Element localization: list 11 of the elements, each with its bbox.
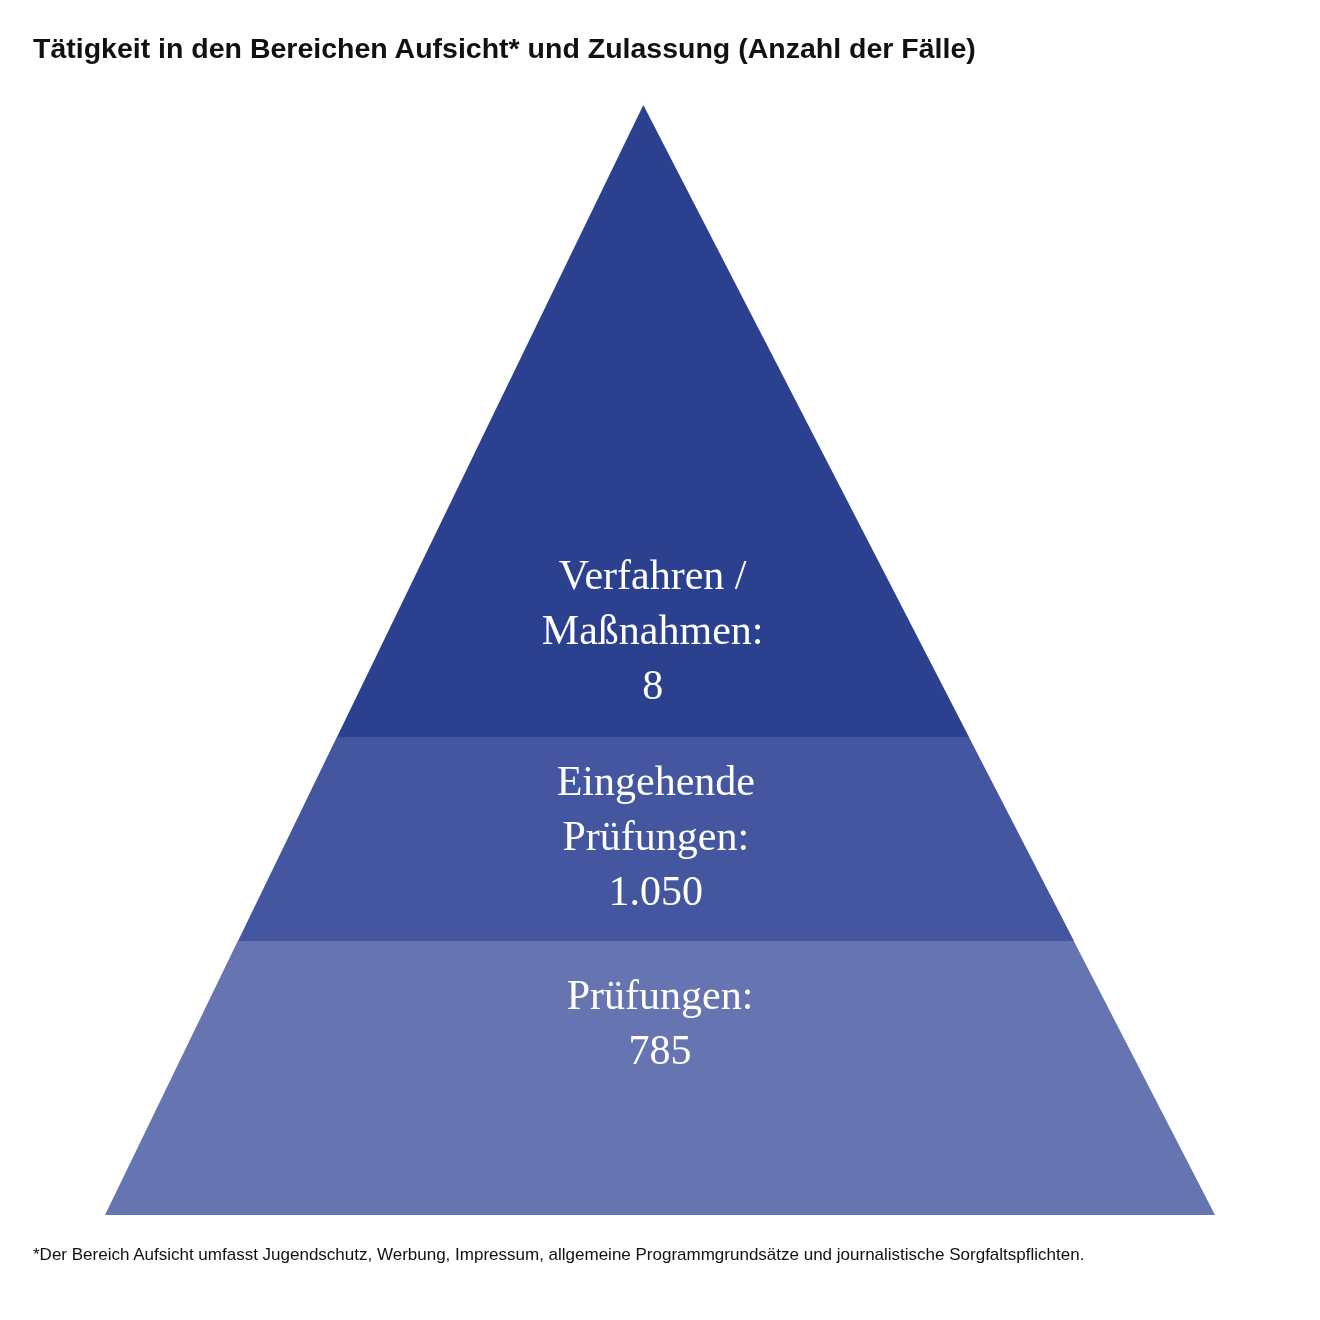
tier-value: 785 xyxy=(628,1026,692,1075)
footnote: *Der Bereich Aufsicht umfasst Jugendschutz, Werbung, Impressum, allgemeine Programmgrundsätze und journalistische Sorgfaltspflichten. xyxy=(33,1244,1085,1266)
tier-label: Verfahren / Maßnahmen: xyxy=(540,551,765,655)
pyramid-tier xyxy=(105,941,1215,1215)
tier-label: Prüfungen: xyxy=(566,971,754,1020)
tier-label: Eingehende Prüfungen: xyxy=(555,757,756,861)
tier-value: 1.050 xyxy=(608,867,704,916)
pyramid-tier xyxy=(237,737,1074,941)
pyramid-tier xyxy=(336,105,969,737)
chart-title: Tätigkeit in den Bereichen Aufsicht* und Zulassung (Anzahl der Fälle) xyxy=(33,31,976,66)
tier-value: 8 xyxy=(642,661,664,710)
